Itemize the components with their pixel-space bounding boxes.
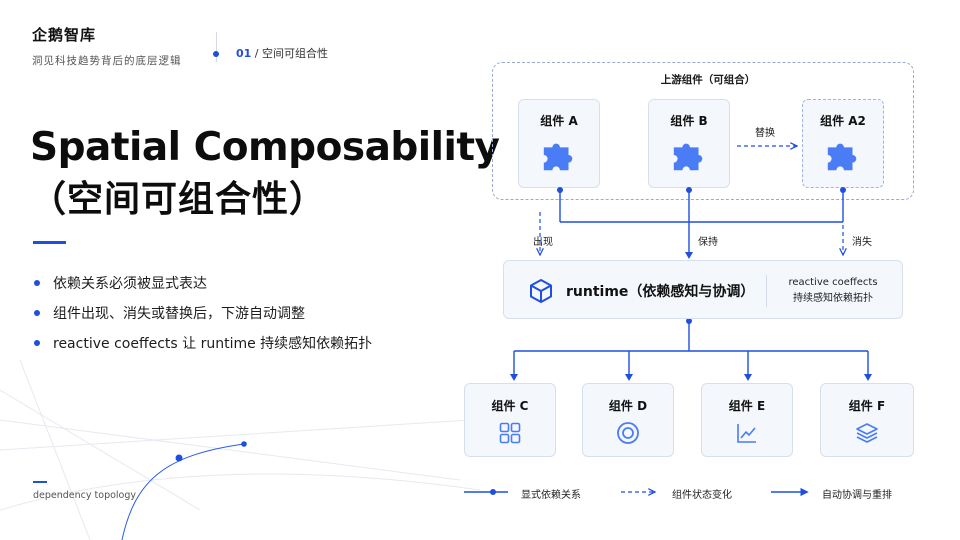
runtime-note-line1: reactive coeffects — [788, 277, 878, 288]
upstream-group-title: 上游组件（可组合） — [660, 74, 756, 86]
header-dot — [213, 51, 219, 57]
page-title: Spatial Composability — [30, 125, 500, 170]
replace-label: 替换 — [755, 128, 775, 139]
section-label: 01 / 空间可组合性 — [236, 45, 328, 61]
node-label: 组件 E — [728, 399, 766, 413]
node-component-d[interactable]: 组件 D — [582, 383, 674, 457]
runtime-note: reactive coeffects 持续感知依赖拓扑 — [774, 275, 892, 307]
node-component-c[interactable]: 组件 C — [464, 383, 556, 457]
bullet-dot — [34, 310, 40, 316]
layers-icon — [856, 423, 878, 443]
header-divider — [216, 32, 217, 62]
node-component-a[interactable]: 组件 A — [518, 99, 600, 188]
node-component-e[interactable]: 组件 E — [701, 383, 793, 457]
runtime-note-line2: 持续感知依赖拓扑 — [793, 293, 873, 304]
target-icon — [617, 422, 639, 444]
runtime-title: runtime（依赖感知与协调） — [566, 284, 755, 300]
footer-label: dependency topology — [33, 490, 137, 501]
decorative-curves — [0, 360, 480, 540]
node-component-a2[interactable]: 组件 A2 — [802, 99, 884, 188]
grid-icon — [499, 422, 521, 444]
bullet-text: 依赖关系必须被显式表达 — [53, 276, 207, 292]
line-chart-icon — [737, 424, 756, 443]
cube-icon — [530, 279, 552, 303]
bullet-list: 依赖关系必须被显式表达 组件出现、消失或替换后，下游自动调整 reactive … — [34, 268, 372, 358]
brand-name: 企鹅智库 — [32, 26, 97, 44]
brand: 企鹅智库 洞见科技趋势背后的底层逻辑 — [32, 24, 182, 68]
section-number: 01 — [236, 47, 252, 60]
node-label: 组件 C — [491, 399, 529, 413]
node-label: 组件 B — [670, 114, 708, 128]
legend-dependency: 显式依赖关系 — [521, 490, 581, 501]
node-label: 组件 D — [608, 399, 648, 413]
legend-state-change: 组件状态变化 — [672, 490, 732, 501]
node-label: 组件 A2 — [820, 114, 866, 128]
node-label: 组件 F — [848, 399, 886, 413]
title-underline — [33, 241, 66, 244]
brand-tagline: 洞见科技趋势背后的底层逻辑 — [32, 55, 182, 67]
runtime-divider — [766, 275, 767, 307]
bullet-item: reactive coeffects 让 runtime 持续感知依赖拓扑 — [34, 328, 372, 358]
bullet-item: 组件出现、消失或替换后，下游自动调整 — [34, 298, 372, 328]
footer-mark — [33, 481, 47, 483]
node-label: 组件 A — [540, 114, 578, 128]
upstream-group — [492, 62, 914, 200]
runtime-node[interactable]: runtime（依赖感知与协调） reactive coeffects 持续感知… — [503, 260, 903, 319]
puzzle-icon — [543, 143, 573, 171]
bullet-dot — [34, 280, 40, 286]
puzzle-icon — [673, 143, 703, 171]
edge-label-keep: 保持 — [698, 237, 718, 248]
bullet-text: reactive coeffects 让 runtime 持续感知依赖拓扑 — [53, 336, 373, 352]
section-separator: / — [251, 47, 263, 60]
node-component-f[interactable]: 组件 F — [820, 383, 914, 457]
bullet-item: 依赖关系必须被显式表达 — [34, 268, 372, 298]
edge-label-appear: 出现 — [533, 237, 553, 248]
puzzle-icon — [827, 143, 857, 171]
bullet-dot — [34, 340, 40, 346]
legend-auto-adjust: 自动协调与重排 — [822, 490, 892, 501]
section-name: 空间可组合性 — [262, 47, 329, 60]
page-subtitle: （空间可组合性） — [30, 179, 327, 220]
edge-label-disappear: 消失 — [852, 237, 872, 248]
bullet-text: 组件出现、消失或替换后，下游自动调整 — [53, 306, 305, 322]
node-component-b[interactable]: 组件 B — [648, 99, 730, 188]
